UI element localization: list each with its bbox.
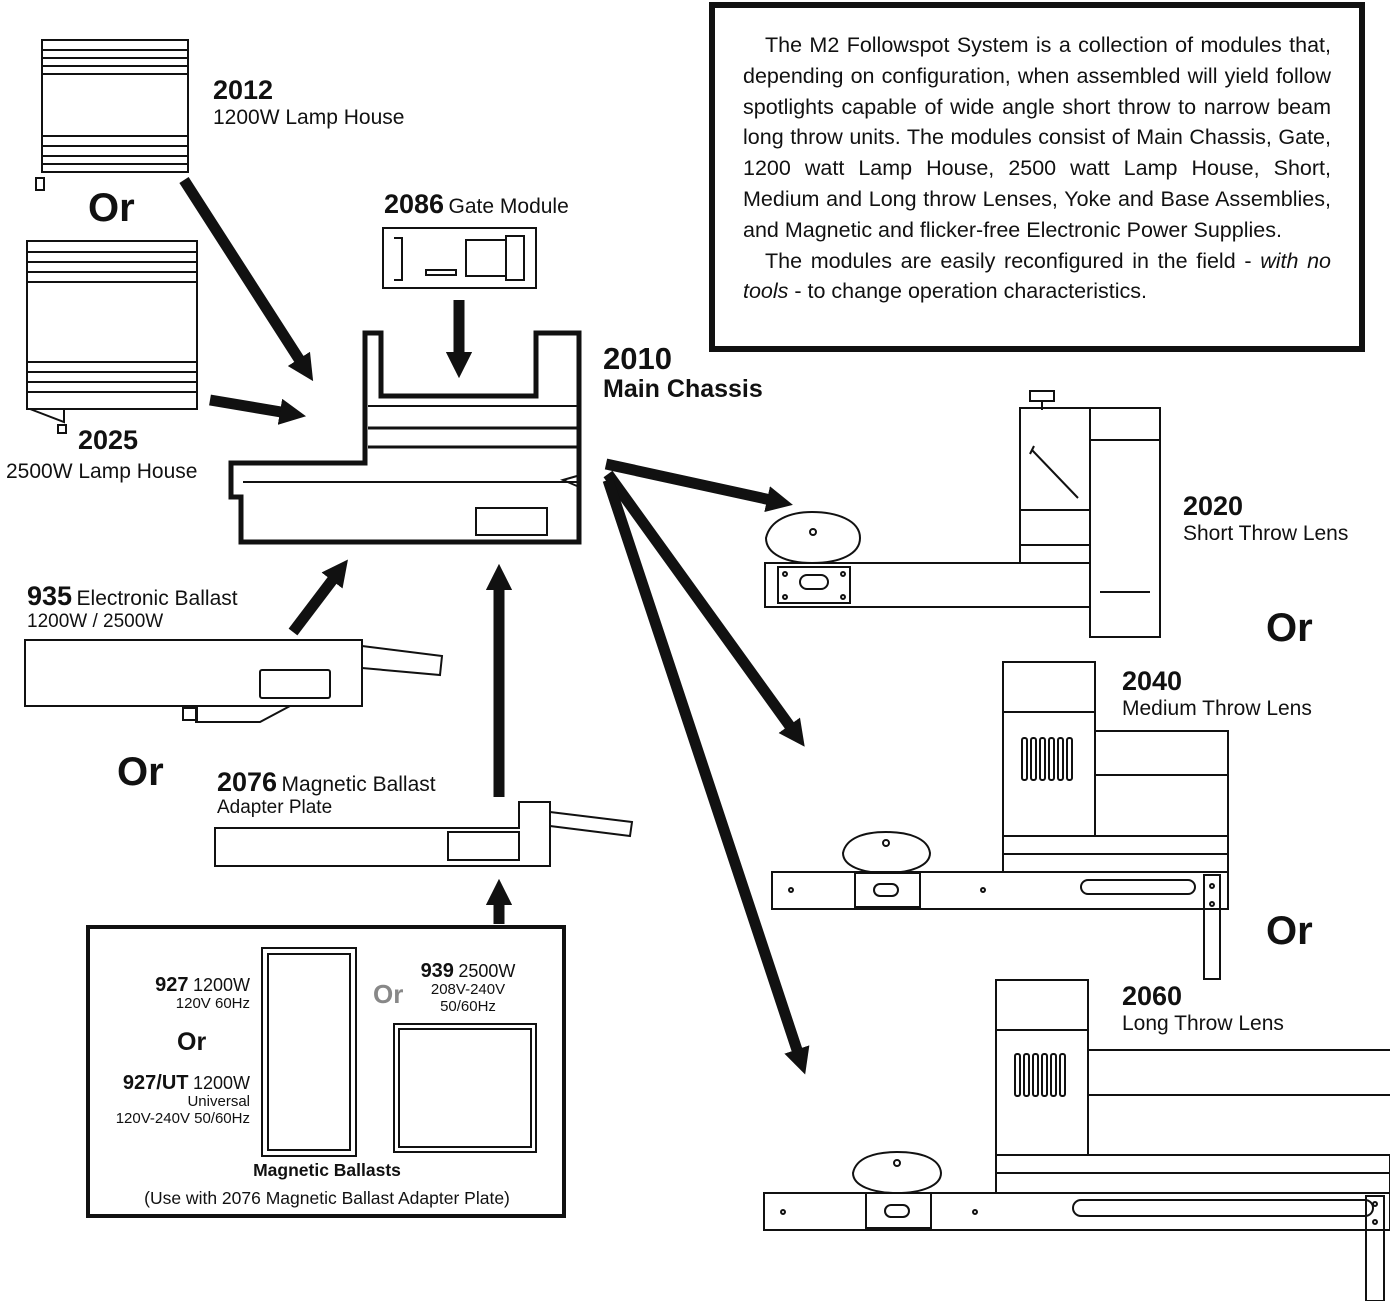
label-2040: 2040 Medium Throw Lens	[1122, 666, 1312, 720]
or-label: Or	[117, 750, 164, 794]
or-label: Or	[88, 186, 135, 230]
label-927: 927 1200W 120V 60Hz	[155, 974, 250, 1012]
or-label: Or	[1266, 606, 1313, 650]
magnetic-ballasts-title: Magnetic Ballasts	[253, 1160, 401, 1180]
or-label: Or	[177, 1028, 207, 1056]
label-927ut: 927/UT 1200W Universal 120V-240V 50/60Hz	[115, 1072, 250, 1127]
description-paragraph-2: The modules are easily reconfigured in t…	[743, 248, 1332, 304]
magnetic-ballasts-note: (Use with 2076 Magnetic Ballast Adapter …	[144, 1188, 510, 1208]
short-throw-lens-illustration	[764, 390, 1161, 638]
label-2060: 2060 Long Throw Lens	[1122, 981, 1284, 1035]
label-2076: 2076 Magnetic Ballast Adapter Plate	[217, 767, 436, 818]
label-2086: 2086 Gate Module	[384, 189, 569, 219]
lamp-house-1200-illustration	[35, 39, 189, 191]
label-2012: 2012 1200W Lamp House	[213, 75, 405, 129]
description-box: The M2 Followspot System is a collection…	[709, 2, 1365, 352]
assembly-arrows	[179, 177, 810, 1075]
adapter-plate-illustration	[214, 801, 634, 867]
gate-module-illustration	[382, 227, 537, 289]
label-2025-number: 2025	[78, 425, 139, 455]
magnetic-ballast-box	[86, 925, 566, 1218]
label-2020: 2020 Short Throw Lens	[1183, 491, 1349, 545]
long-throw-lens-illustration	[763, 979, 1390, 1301]
main-chassis-illustration	[228, 330, 582, 545]
label-2025-name: 2500W Lamp House	[6, 460, 198, 483]
label-939: 939 2500W 208V-240V 50/60Hz	[420, 960, 516, 1015]
medium-throw-lens-illustration	[771, 661, 1229, 980]
electronic-ballast-illustration	[24, 639, 444, 723]
label-935: 935 Electronic Ballast 1200W / 2500W	[27, 581, 238, 632]
lamp-house-2500-illustration	[26, 240, 198, 434]
description-paragraph-1: The M2 Followspot System is a collection…	[743, 33, 1331, 242]
label-2010: 2010 Main Chassis	[603, 341, 763, 404]
or-label-grey: Or	[373, 979, 404, 1009]
or-label: Or	[1266, 909, 1313, 953]
